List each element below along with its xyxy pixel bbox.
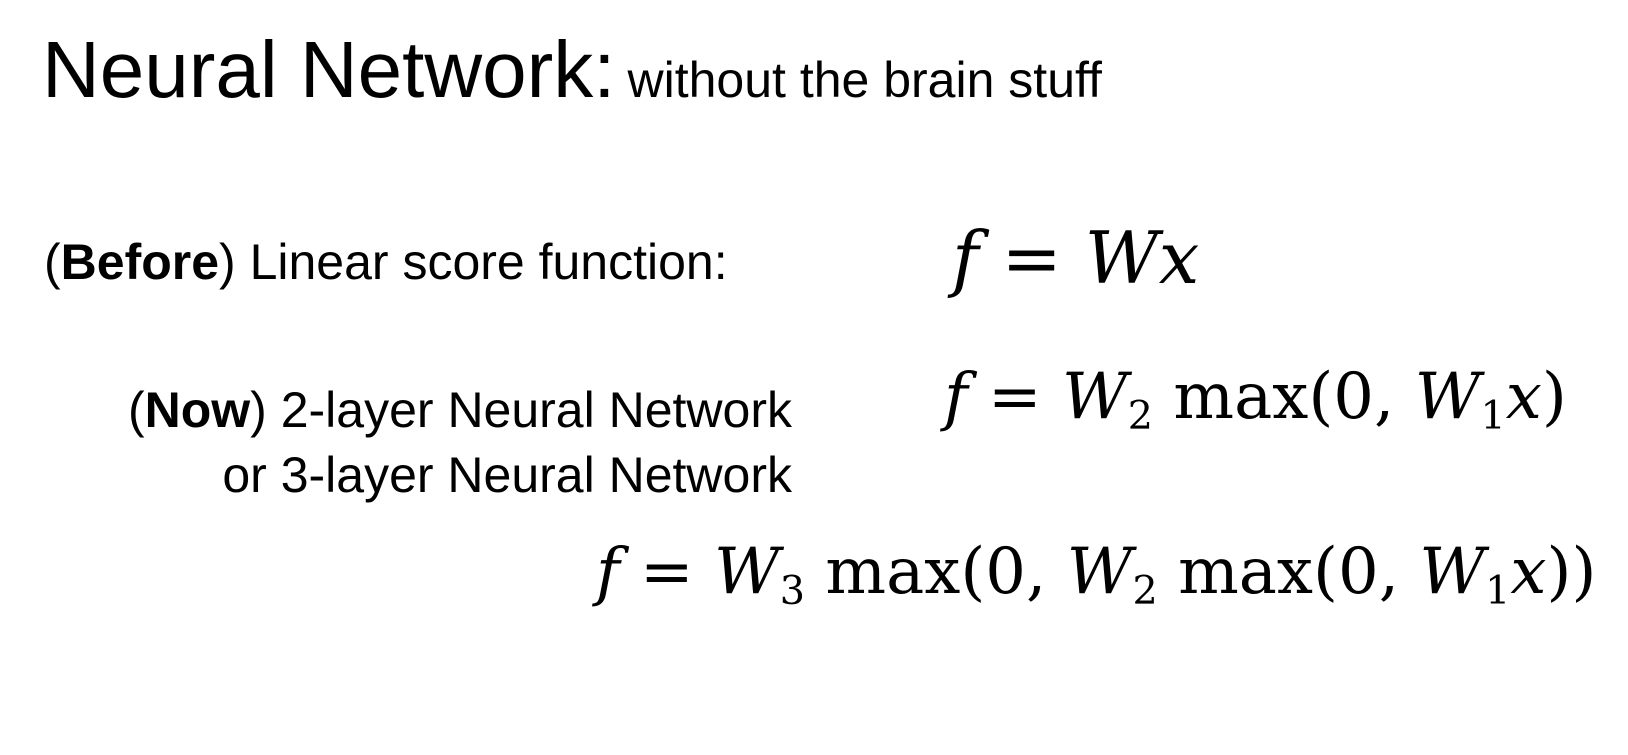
now-label: (Now) 2-layer Neural Network or 3-layer … (128, 378, 792, 508)
formula-subscript-1: 1 (1485, 568, 1511, 615)
title-main: Neural Network: (42, 25, 616, 114)
formula-weight-2: W (1062, 360, 1128, 434)
title-subtitle: without the brain stuff (627, 52, 1102, 108)
before-label: (Before) Linear score function: (44, 230, 728, 295)
formula-weight-1: W (1419, 535, 1486, 609)
before-rest-text: ) Linear score function: (219, 234, 728, 290)
formula-weight-1: W (1414, 360, 1481, 434)
formula-close: ) (1541, 360, 1567, 434)
now-bold-word: Now (144, 382, 251, 438)
before-bold-word: Before (60, 234, 220, 290)
formula-equals: = (978, 216, 1085, 300)
formula-max-open-inner: max(0, (1157, 535, 1420, 609)
formula-equals: = (967, 360, 1062, 434)
formula-input: x (1505, 360, 1542, 434)
now-line-1: (Now) 2-layer Neural Network (128, 378, 792, 443)
formula-input: x (1158, 216, 1200, 300)
formula-close: )) (1546, 535, 1597, 609)
now-line-2: or 3-layer Neural Network (222, 447, 792, 503)
three-layer-formula: f = W3 max(0, W2 max(0, W1x)) (596, 540, 1596, 612)
formula-weight-3: W (714, 535, 780, 609)
formula-equals: = (619, 535, 714, 609)
formula-f: f (944, 360, 968, 434)
formula-subscript-1: 1 (1480, 393, 1506, 440)
formula-weight: W (1084, 216, 1159, 300)
before-open-paren: ( (44, 234, 61, 290)
formula-weight-2: W (1066, 535, 1133, 609)
formula-subscript-2: 2 (1127, 393, 1154, 440)
linear-score-formula: f = Wx (952, 222, 1199, 294)
formula-f: f (952, 216, 979, 300)
two-layer-formula: f = W2 max(0, W1x) (944, 365, 1567, 437)
formula-input: x (1510, 535, 1547, 609)
now-open-paren: ( (127, 382, 145, 438)
slide-title: Neural Network:without the brain stuff (42, 30, 1102, 110)
formula-subscript-3: 3 (779, 568, 806, 615)
formula-f: f (596, 535, 620, 609)
formula-subscript-2: 2 (1132, 568, 1158, 615)
now-rest-text: ) 2-layer Neural Network (250, 382, 792, 438)
formula-max-open: max(0, (1153, 360, 1415, 434)
formula-max-open-outer: max(0, (805, 535, 1067, 609)
